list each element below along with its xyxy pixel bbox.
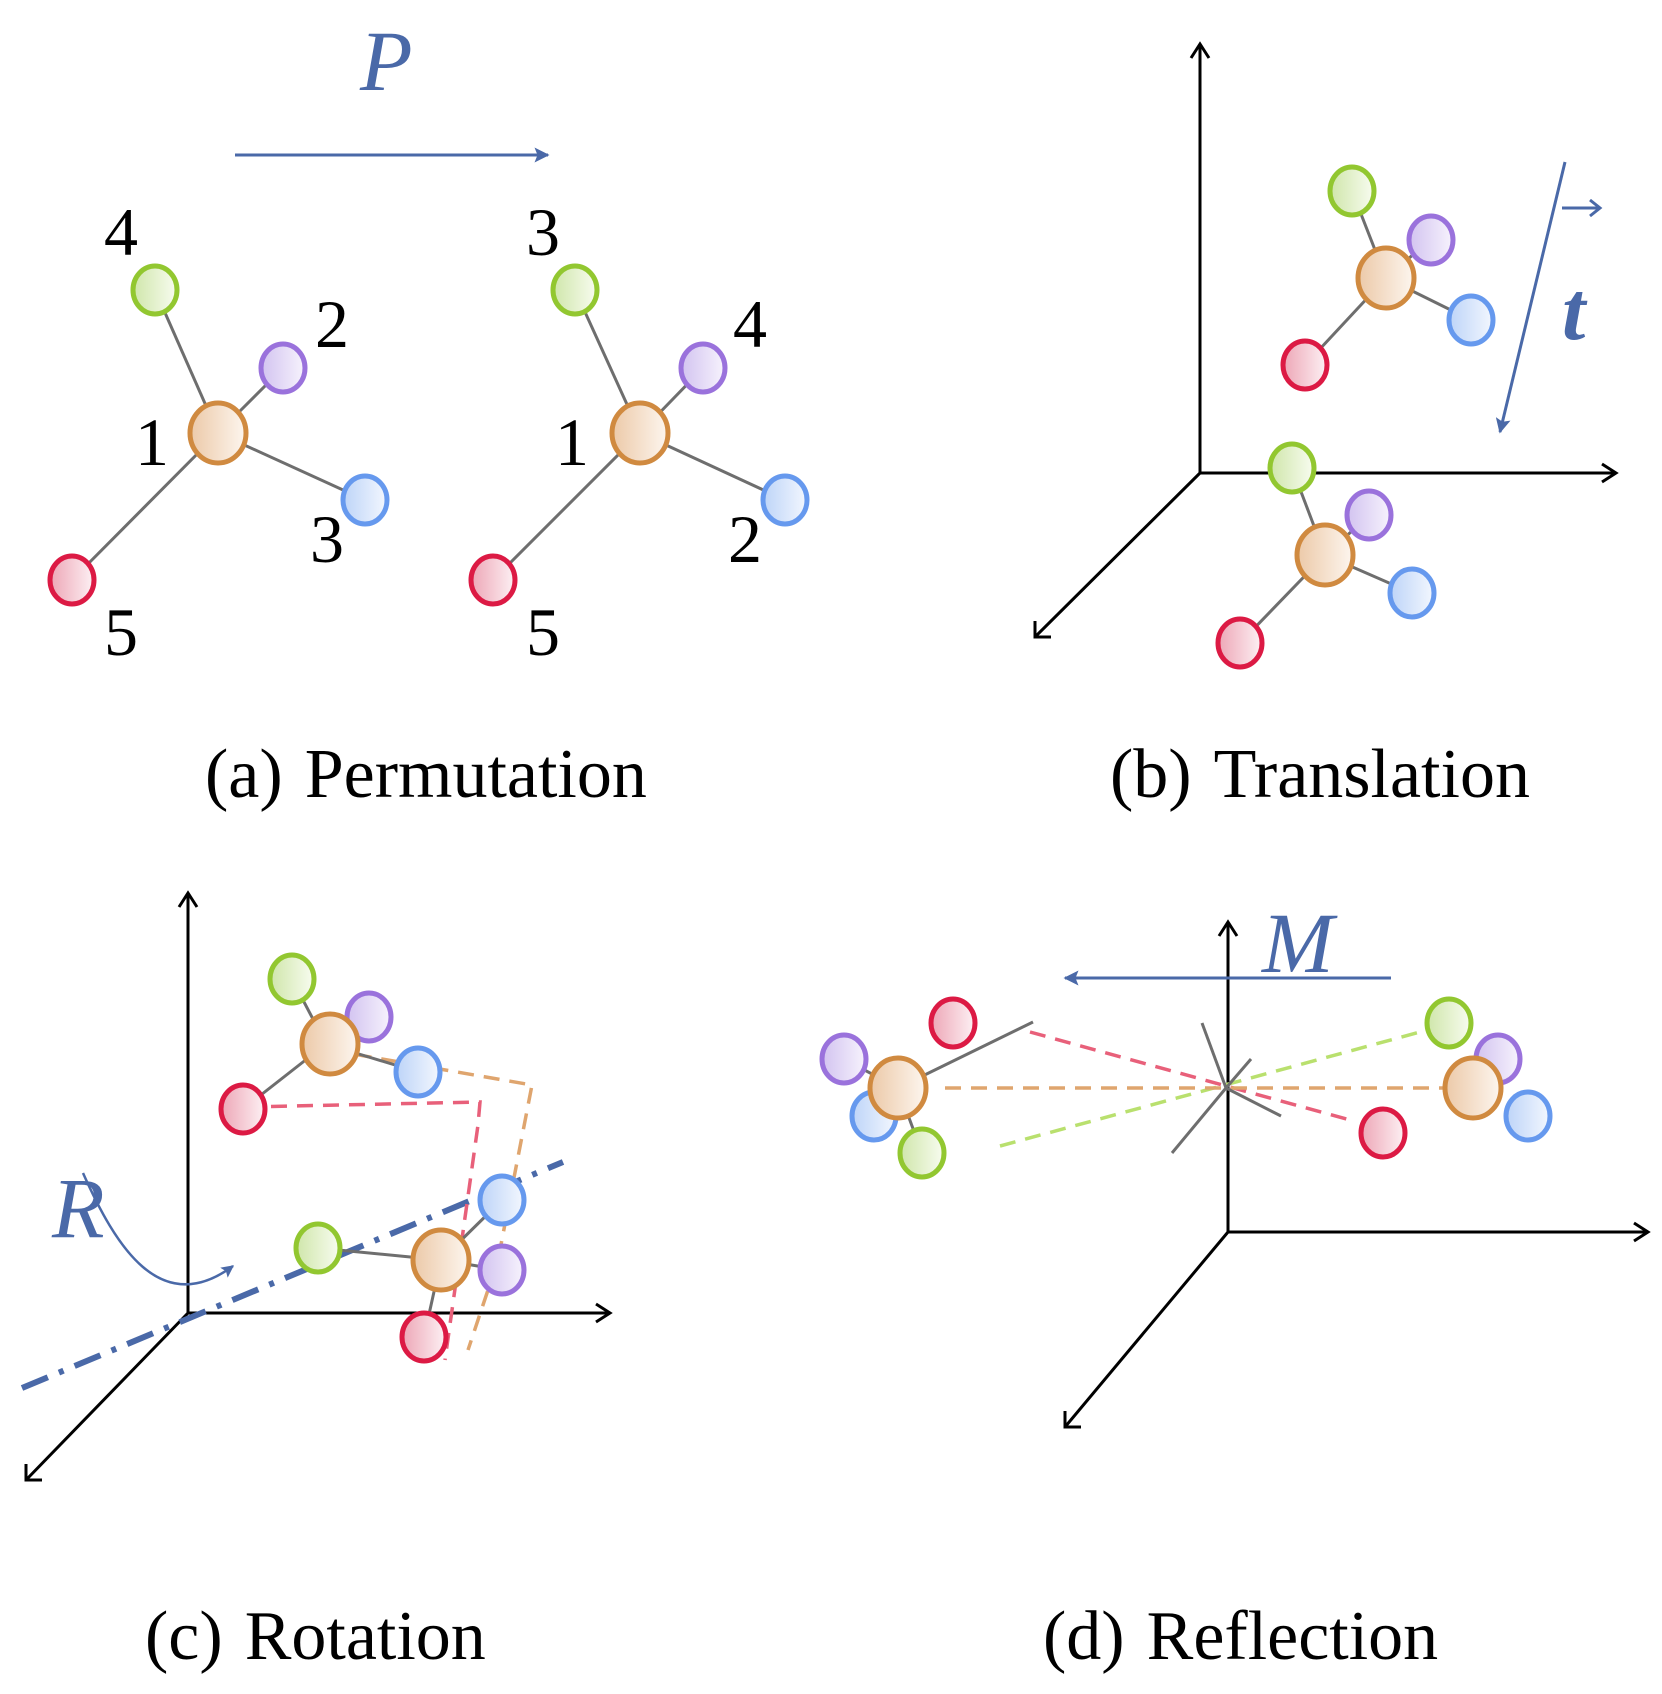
- atom-red: [1358, 1106, 1408, 1160]
- label-left-center: 1: [135, 404, 169, 480]
- label-right-purple: 4: [733, 286, 767, 362]
- atom-purple: [477, 1243, 527, 1297]
- caption-label: Reflection: [1146, 1598, 1439, 1675]
- atom-purple: [1406, 213, 1456, 267]
- axes-3d: [1063, 919, 1651, 1429]
- label-right-red: 5: [526, 594, 560, 670]
- panel-b-translation: [1033, 41, 1619, 670]
- caption-tag: (a): [205, 736, 283, 813]
- molecule-rotated: [293, 1173, 527, 1364]
- caption-c: (c)Rotation: [145, 1602, 486, 1672]
- atom-blue: [1503, 1089, 1553, 1143]
- atom-green: [1327, 164, 1377, 218]
- caption-tag: (d): [1043, 1598, 1125, 1675]
- atom-red: [928, 996, 978, 1050]
- atom-purple: [819, 1032, 869, 1086]
- atom-blue: [340, 473, 390, 527]
- rotation-axis: [20, 1159, 565, 1391]
- atom-blue: [477, 1173, 527, 1227]
- atom-green: [1424, 996, 1474, 1050]
- caption-tag: (c): [145, 1598, 223, 1675]
- label-right-green: 3: [526, 194, 560, 270]
- reflection-symbol: M: [1262, 895, 1334, 991]
- caption-tag: (b): [1110, 736, 1192, 813]
- caption-a: (a)Permutation: [205, 740, 647, 810]
- atom-blue: [760, 473, 810, 527]
- atom-blue: [1387, 566, 1437, 620]
- atom-blue: [1446, 293, 1496, 347]
- vector-hat-icon: [1562, 198, 1603, 218]
- molecule-original: [1280, 164, 1496, 392]
- atom-center: [609, 400, 671, 466]
- label-right-center: 1: [555, 404, 589, 480]
- dashed-orange-path: [329, 1048, 535, 1351]
- label-left-red: 5: [104, 594, 138, 670]
- translation-vector-arrow: [1495, 161, 1567, 434]
- atom-green: [293, 1221, 343, 1275]
- panel-a-permutation: [47, 147, 810, 607]
- rotation-arrow: [81, 1172, 235, 1286]
- atom-purple: [678, 341, 728, 395]
- dashed-red-path: [1029, 1030, 1351, 1122]
- atom-green: [1267, 441, 1317, 495]
- atom-red: [1280, 338, 1330, 392]
- caption-d: (d)Reflection: [1043, 1602, 1438, 1672]
- atom-center: [1355, 245, 1417, 311]
- atom-green: [130, 263, 180, 317]
- atom-red: [468, 553, 518, 607]
- permutation-symbol: P: [360, 13, 413, 109]
- molecule-original: [819, 996, 978, 1180]
- atom-center: [867, 1055, 929, 1121]
- atom-center: [299, 1011, 361, 1077]
- panel-c-rotation: [20, 890, 613, 1482]
- translation-symbol: t: [1562, 265, 1586, 358]
- molecule-original: [218, 952, 443, 1136]
- atom-purple: [1344, 488, 1394, 542]
- caption-label: Rotation: [244, 1598, 486, 1675]
- label-left-green: 4: [104, 194, 138, 270]
- label-right-blue: 2: [728, 501, 762, 577]
- atom-center: [187, 400, 249, 466]
- label-left-purple: 2: [315, 286, 349, 362]
- atom-blue: [393, 1045, 443, 1099]
- panel-d-reflection: [819, 919, 1651, 1429]
- atom-center: [1294, 522, 1356, 588]
- label-left-blue: 3: [310, 501, 344, 577]
- atom-purple: [258, 341, 308, 395]
- atom-green: [267, 952, 317, 1006]
- atom-red: [218, 1082, 268, 1136]
- atom-red: [1215, 616, 1265, 670]
- caption-label: Translation: [1213, 736, 1530, 813]
- atom-center: [1442, 1055, 1504, 1121]
- atom-red: [47, 553, 97, 607]
- caption-b: (b)Translation: [1110, 740, 1530, 810]
- atom-red: [399, 1310, 449, 1364]
- atom-green: [897, 1126, 947, 1180]
- atom-center: [410, 1227, 472, 1293]
- molecule-translated: [1215, 441, 1437, 670]
- axes-3d: [24, 890, 613, 1482]
- rotation-symbol: R: [52, 1160, 105, 1256]
- caption-label: Permutation: [304, 736, 647, 813]
- atom-green: [550, 263, 600, 317]
